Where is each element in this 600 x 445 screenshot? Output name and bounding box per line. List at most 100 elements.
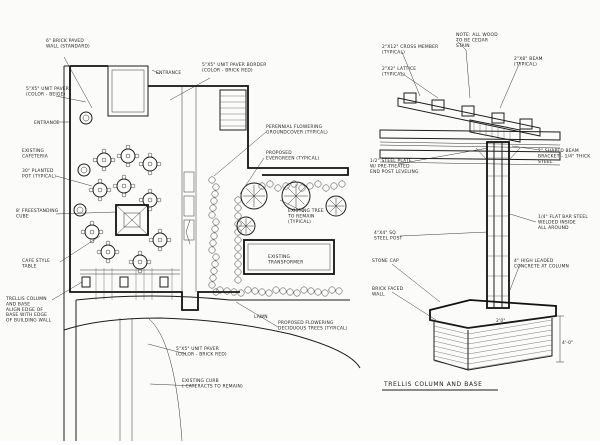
groundcover-plant [286, 288, 294, 296]
groundcover-plant [210, 267, 218, 275]
label-unit-paver-border-top: 5"X5" UNIT PAVER BORDER(COLOR - BRICK RE… [202, 62, 266, 73]
cafe-tables [73, 111, 172, 274]
groundcover-plant [209, 274, 217, 282]
groundcover-plant [279, 287, 287, 295]
trellis-beams [379, 92, 561, 166]
groundcover-plant [210, 197, 218, 205]
entrance-vestibule [107, 65, 149, 117]
groundcover-plant [321, 289, 329, 297]
label-lawn: LAWN [254, 314, 268, 320]
groundcover-plant [251, 287, 259, 295]
groundcover-plant [208, 176, 216, 184]
groundcover-plant [314, 180, 322, 188]
detail-label-lattice: 2"X2" LATTICE(TYPICAL) [382, 66, 416, 77]
tree-symbol [236, 216, 256, 236]
stair-hatch [219, 89, 247, 131]
planted-pot [73, 203, 87, 217]
groundcover-plant [258, 182, 266, 190]
groundcover-plant [300, 286, 308, 294]
groundcover-border [208, 176, 346, 297]
groundcover-plant [272, 286, 280, 294]
label-entrance-top: ENTRANCE [156, 70, 181, 76]
groundcover-plant [212, 253, 220, 261]
groundcover-plant [208, 281, 216, 289]
label-paver-brick-red: 5"X5" UNIT PAVER(COLOR - BRICK RED) [176, 346, 227, 357]
groundcover-plant [293, 289, 301, 297]
groundcover-plant [230, 288, 238, 296]
groundcover-plant [223, 287, 231, 295]
groundcover-plant [274, 184, 282, 192]
groundcover-plant [212, 288, 220, 296]
tree-symbol [240, 182, 268, 210]
groundcover-plant [237, 289, 245, 297]
groundcover-plant [314, 288, 322, 296]
groundcover-plant [212, 218, 220, 226]
walkway-curve [63, 295, 361, 441]
groundcover-plant [212, 183, 220, 191]
dimension-lines [556, 315, 564, 363]
transformer [243, 239, 335, 275]
cafe-table [96, 240, 120, 264]
groundcover-plant [330, 182, 338, 190]
freestanding-cube [115, 204, 149, 236]
groundcover-plant [234, 220, 242, 228]
groundcover-plant [234, 260, 242, 268]
detail-leaders [391, 39, 541, 321]
groundcover-plant [208, 211, 216, 219]
cafe-table [148, 228, 172, 252]
detail-label-beam: 2"X8" BEAM(TYPICAL) [514, 56, 543, 67]
groundcover-plant [234, 236, 242, 244]
groundcover-plant [258, 288, 266, 296]
trellis-column [475, 141, 521, 309]
groundcover-plant [282, 182, 290, 190]
groundcover-plant [234, 228, 242, 236]
detail-title: TRELLIS COLUMN AND BASE [383, 381, 482, 388]
cafe-table [112, 174, 136, 198]
groundcover-plant [211, 260, 219, 268]
groundcover-plant [328, 286, 336, 294]
groundcover-plant [234, 196, 242, 204]
label-existing-curb: EXISTING CURB( CATERACTS TO REMAIN) [182, 378, 243, 389]
detail-label-cross-member: 2"X12" CROSS MEMBER(TYPICAL) [382, 44, 438, 55]
groundcover-plant [244, 286, 252, 294]
label-entrance-left: ENTRANCE [34, 120, 59, 126]
groundcover-plant [234, 252, 242, 260]
plan-leaders [51, 56, 305, 387]
groundcover-plant [338, 180, 346, 188]
detail-label-dim-height: 4'-0" [562, 340, 573, 346]
groundcover-plant [335, 287, 343, 295]
groundcover-plant [208, 246, 216, 254]
cafe-table [80, 220, 104, 244]
planted-pot [77, 163, 91, 177]
paver-border-band [181, 86, 197, 292]
groundcover-plant [265, 289, 273, 297]
groundcover-plant [209, 204, 217, 212]
groundcover-plant [209, 239, 217, 247]
groundcover-plant [211, 190, 219, 198]
groundcover-plant [298, 184, 306, 192]
cafe-table [116, 144, 140, 168]
planted-pot [79, 111, 93, 125]
column-base [429, 299, 557, 371]
groundcover-plant [210, 232, 218, 240]
cafe-table [88, 178, 112, 202]
cafe-table [128, 250, 152, 274]
